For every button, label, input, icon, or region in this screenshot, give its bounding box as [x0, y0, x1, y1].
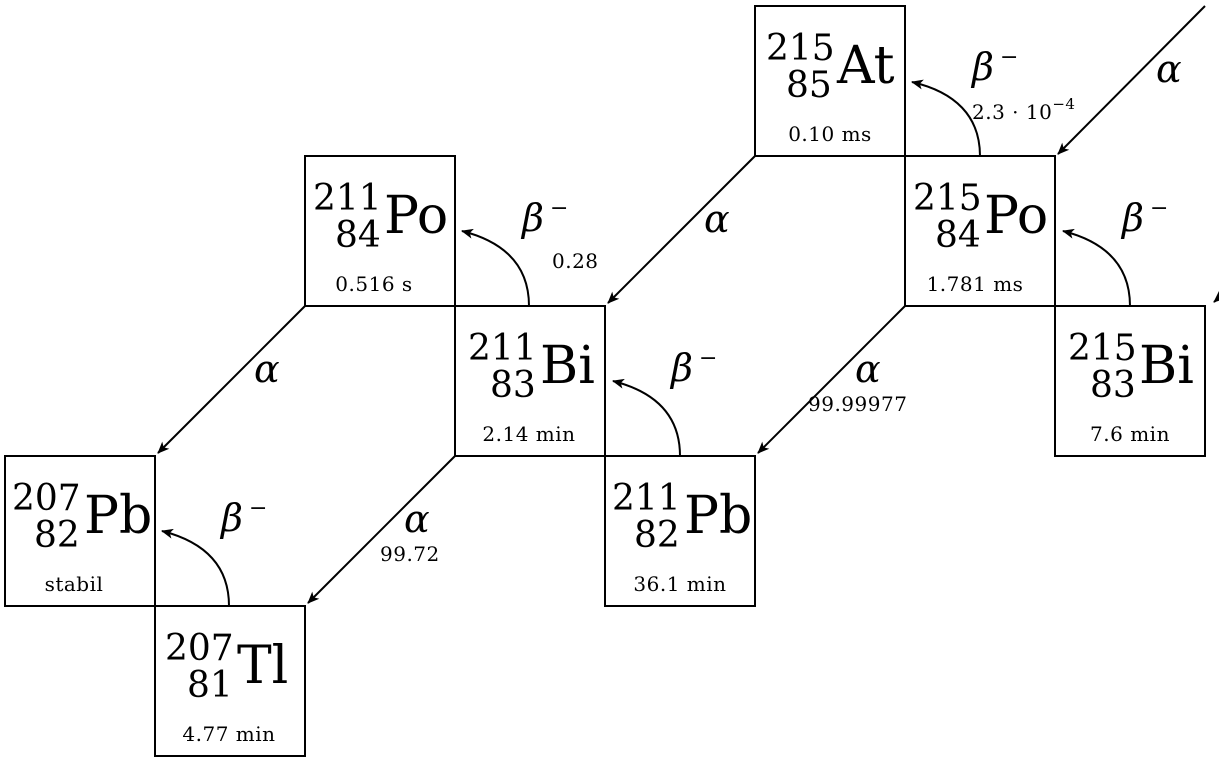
branch-ratio: 0.28: [552, 249, 599, 273]
decay-type-label: β: [1120, 196, 1144, 240]
decay-alpha-po211-pb207: α: [157, 305, 306, 454]
decay-type-sup: −: [550, 196, 568, 221]
alpha-arrow: [1057, 5, 1206, 155]
mass-number: 211: [468, 328, 537, 369]
element-symbol: At: [836, 36, 895, 96]
atomic-number: 82: [34, 515, 80, 556]
element-symbol: Tl: [237, 636, 288, 696]
nuclide-box-bi215: 215 83 Bi 7.6 min: [1054, 305, 1206, 457]
decay-type-label: β: [219, 496, 243, 540]
half-life: 2.14 min: [482, 422, 575, 446]
nuclide-box-po211: 211 84 Po 0.516 s: [304, 155, 456, 307]
decay-type-label: α: [704, 197, 730, 241]
half-life: 36.1 min: [633, 572, 726, 596]
decay-type-sup: −: [699, 346, 717, 371]
nuclide-box-bi211: 211 83 Bi 2.14 min: [454, 305, 606, 457]
branch-ratio: 2.3 · 10−4: [972, 95, 1075, 124]
decay-betaminus-po215-at215: β − 2.3 · 10−4: [911, 45, 1075, 157]
alpha-arrow: [157, 305, 306, 454]
decay-alpha-po215-pb211: α 99.99977: [757, 305, 907, 454]
atomic-number: 83: [1090, 365, 1136, 406]
decay-type-label: β: [970, 45, 994, 89]
decay-type-label: α: [404, 497, 430, 541]
half-life: 1.781 ms: [927, 272, 1024, 296]
beta-arrow: [1062, 228, 1131, 307]
decay-betaminus-pb211-bi211: β −: [612, 346, 717, 457]
decay-type-sup: −: [249, 496, 267, 521]
beta-arrow: [612, 378, 681, 457]
atomic-number: 82: [634, 515, 680, 556]
decay-alpha-at215-bi211: α: [607, 155, 756, 304]
decay-alpha-bi211-tl207: α 99.72: [307, 455, 456, 604]
mass-number: 215: [1068, 328, 1137, 369]
element-symbol: Bi: [1139, 336, 1194, 396]
decay-type-label: β: [669, 346, 693, 390]
continuation-arrow: [1213, 290, 1219, 303]
branch-ratio: 99.99977: [808, 392, 907, 416]
mass-number: 207: [12, 478, 81, 519]
atomic-number: 84: [335, 215, 381, 256]
half-life: 0.10 ms: [788, 122, 872, 146]
mass-number: 207: [165, 628, 234, 669]
nuclide-box-pb211: 211 82 Pb 36.1 min: [604, 455, 756, 607]
decay-type-label: α: [855, 347, 881, 391]
mass-number: 211: [612, 478, 681, 519]
element-symbol: Pb: [684, 486, 752, 546]
alpha-arrow: [607, 155, 756, 304]
element-symbol: Pb: [84, 486, 152, 546]
decay-betaminus-bi215-po215: β −: [1062, 196, 1168, 307]
alpha-arrow: [307, 455, 456, 604]
decay-type-sup: −: [1150, 196, 1168, 221]
element-symbol: Bi: [540, 336, 595, 396]
nuclide-box-pb207: 207 82 Pb stabil: [4, 455, 156, 607]
atomic-number: 83: [490, 365, 536, 406]
decay-type-label: α: [1156, 47, 1182, 91]
decay-alpha-incoming: α: [1057, 5, 1206, 155]
beta-arrow: [911, 79, 981, 157]
decay-betaminus-bi211-po211: β − 0.28: [461, 196, 599, 307]
half-life: 0.516 s: [335, 272, 412, 296]
nuclide-box-at215: 215 85 At 0.10 ms: [754, 5, 906, 157]
decay-betaminus-tl207-pb207: β −: [161, 496, 267, 607]
beta-arrow: [461, 228, 530, 307]
decay-incoming-right-edge: [1213, 290, 1219, 303]
atomic-number: 81: [187, 665, 233, 706]
nuclide-box-po215: 215 84 Po 1.781 ms: [904, 155, 1056, 307]
half-life: 4.77 min: [182, 722, 275, 746]
half-life: 7.6 min: [1090, 422, 1170, 446]
half-life: stabil: [45, 572, 104, 596]
atomic-number: 84: [935, 215, 981, 256]
mass-number: 211: [313, 178, 382, 219]
decay-type-sup: −: [1000, 45, 1018, 70]
element-symbol: Po: [984, 186, 1048, 246]
atomic-number: 85: [786, 65, 832, 106]
alpha-arrow: [757, 305, 906, 454]
mass-number: 215: [766, 28, 835, 69]
decay-type-label: β: [520, 196, 544, 240]
branch-ratio: 99.72: [380, 542, 440, 566]
beta-arrow: [161, 528, 230, 607]
nuclide-box-tl207: 207 81 Tl 4.77 min: [154, 605, 306, 757]
element-symbol: Po: [384, 186, 448, 246]
decay-type-label: α: [254, 347, 280, 391]
mass-number: 215: [913, 178, 982, 219]
